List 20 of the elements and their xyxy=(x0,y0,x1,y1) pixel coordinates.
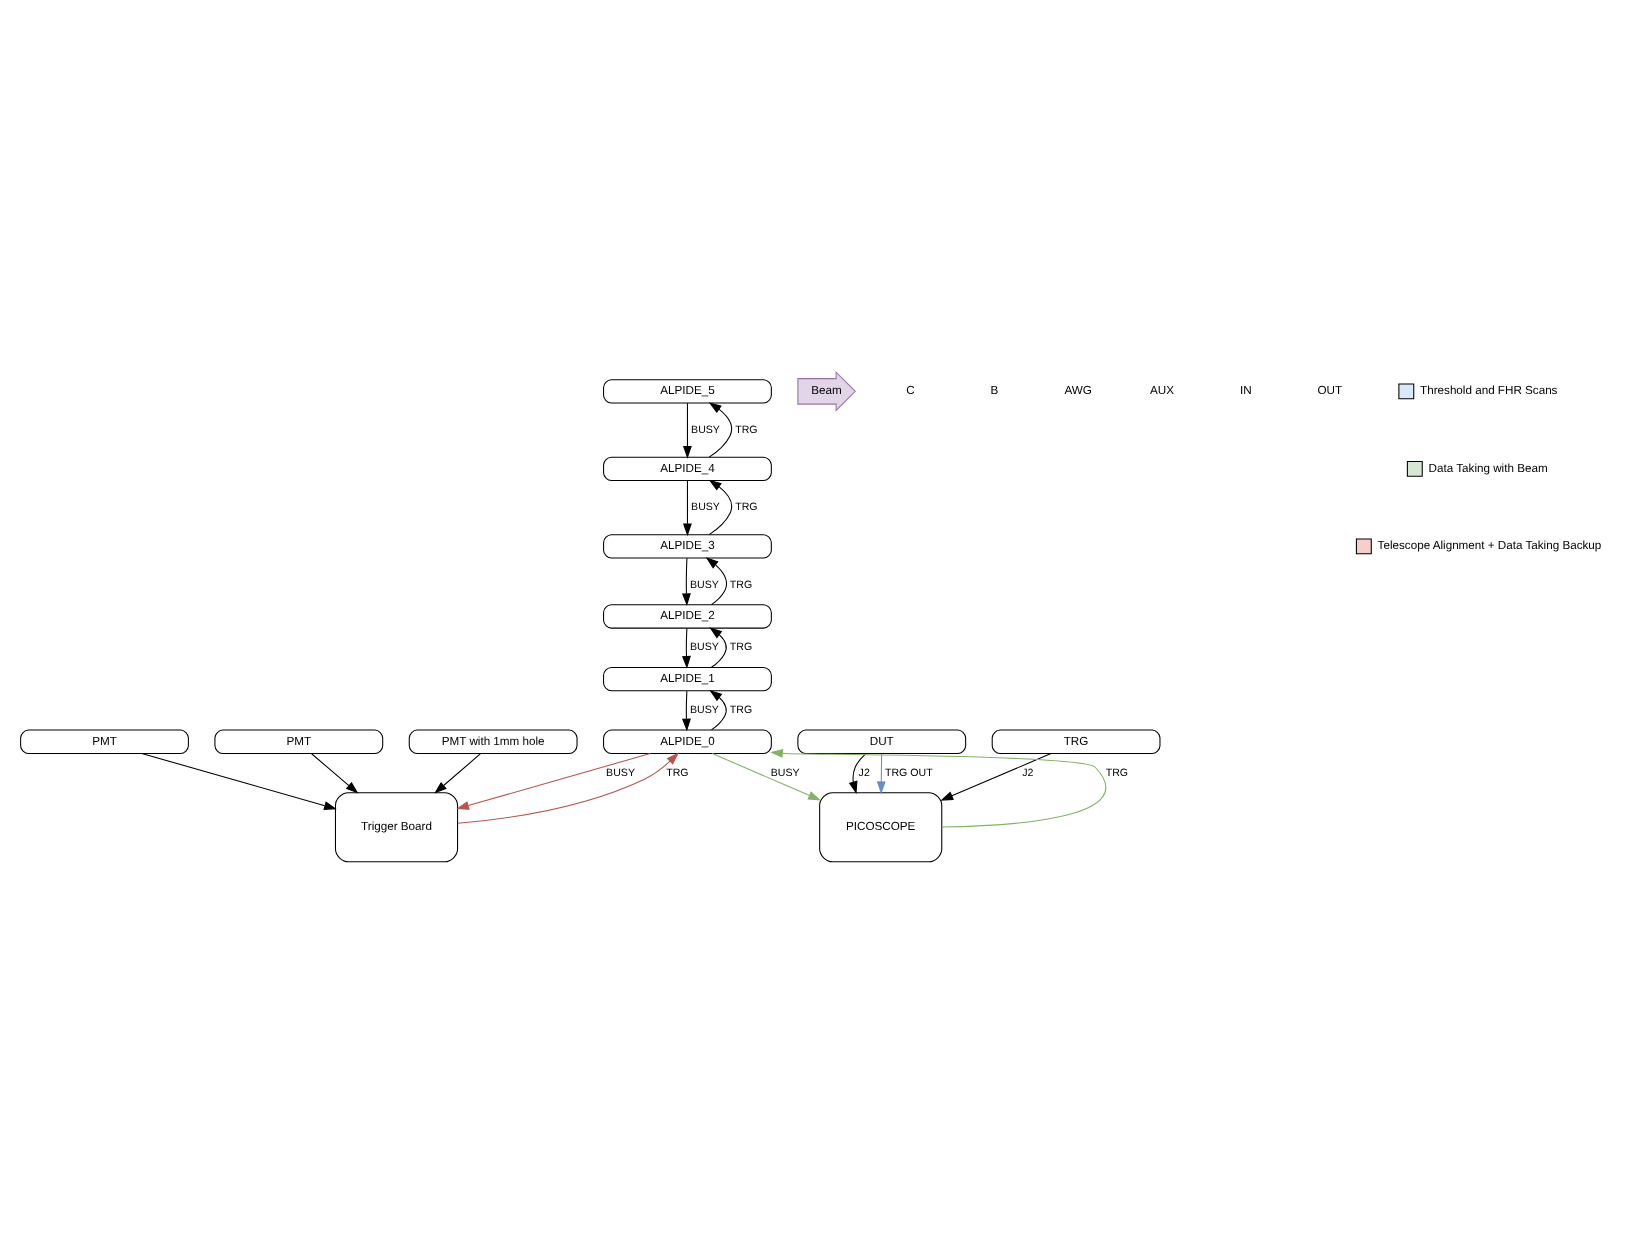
arrow xyxy=(708,479,733,536)
arrow xyxy=(708,402,733,458)
arrow xyxy=(457,752,679,824)
arrow xyxy=(682,690,691,732)
arrow xyxy=(434,753,482,794)
arrow xyxy=(141,752,337,810)
arrow xyxy=(940,753,1052,801)
arrow xyxy=(682,557,691,607)
arrow xyxy=(705,557,728,606)
arrow xyxy=(683,480,692,537)
arrow xyxy=(848,753,867,795)
arrow xyxy=(683,402,692,459)
arrow xyxy=(456,752,651,810)
arrow xyxy=(711,753,821,801)
arrow xyxy=(709,690,727,731)
arrow xyxy=(709,627,727,668)
arrow xyxy=(682,627,691,669)
arrow xyxy=(311,753,359,794)
arrow xyxy=(876,753,886,795)
arrow xyxy=(770,748,1107,828)
